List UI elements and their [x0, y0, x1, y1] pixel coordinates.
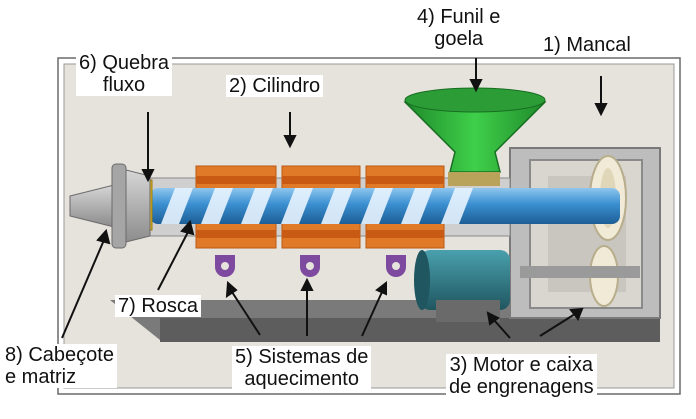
label-aquecimento-line2: aquecimento: [244, 368, 359, 390]
label-aquecimento-line1: 5) Sistemas de: [235, 346, 369, 368]
arrows: [61, 58, 608, 339]
label-quebra-line2: fluxo: [102, 74, 146, 96]
label-cabecote-line2: e matriz: [5, 366, 77, 388]
label-cabecote-line1: 8) Cabeçote: [5, 344, 114, 366]
label-motor-line2: de engrenagens: [449, 376, 594, 398]
label-mancal: 1) Mancal: [540, 34, 634, 56]
die-head: [69, 163, 151, 249]
label-aquecimento: 5) Sistemas de aquecimento: [232, 346, 372, 390]
label-cilindro: 2) Cilindro: [226, 75, 324, 97]
label-motor-line1: 3) Motor e caixa: [449, 354, 593, 376]
label-rosca: 7) Rosca: [115, 295, 202, 317]
hopper: [403, 87, 547, 186]
label-funil-line1: 4) Funil e: [417, 6, 501, 28]
label-motor: 3) Motor e caixa de engrenagens: [446, 354, 597, 398]
label-cabecote: 8) Cabeçote e matriz: [2, 344, 117, 388]
label-funil: 4) Funil e goela: [414, 6, 504, 50]
label-quebra-fluxo: 6) Quebra fluxo: [76, 52, 173, 96]
label-funil-line2: goela: [434, 28, 484, 50]
heater-clamps: [215, 255, 406, 277]
motor: [414, 250, 510, 322]
screw: [150, 188, 620, 224]
label-quebra-line1: 6) Quebra: [79, 52, 170, 74]
